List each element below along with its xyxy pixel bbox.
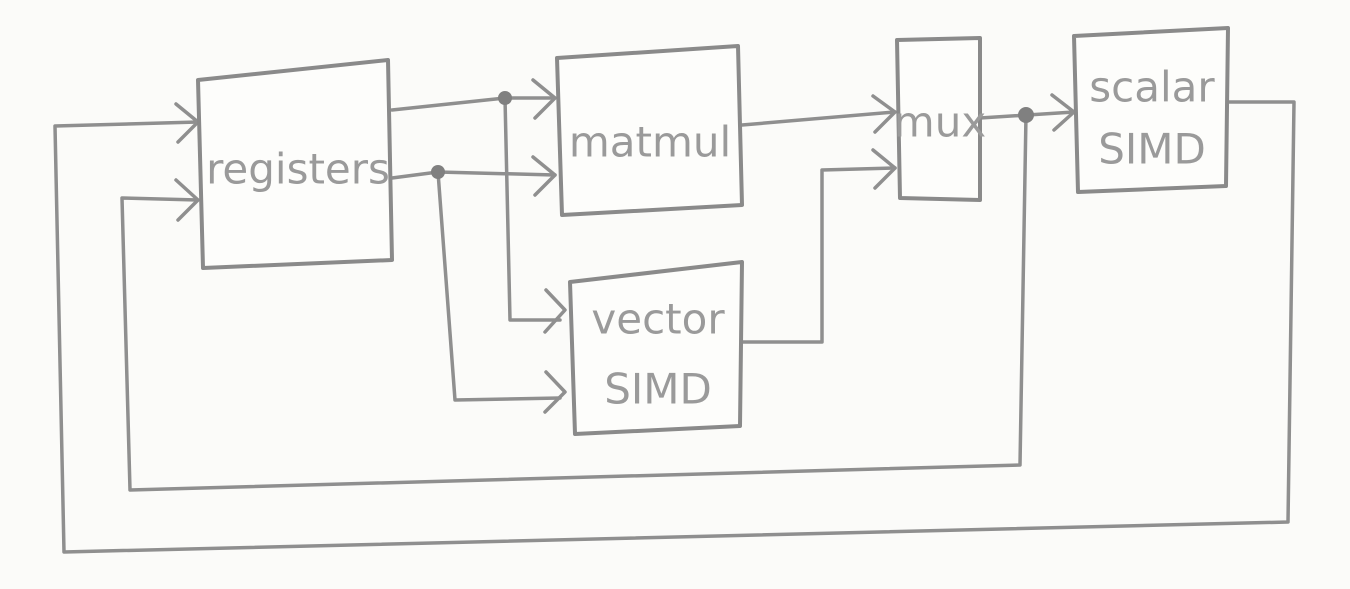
wire-branch-to-vector-bottom: [436, 170, 562, 402]
wire-branch-to-vector-top: [503, 96, 562, 322]
wire-registers-to-matmul-bottom: [390, 170, 557, 180]
arrowhead-registers-in-bottom: [174, 178, 200, 222]
scalar-simd-label-line2: SIMD: [1098, 125, 1206, 174]
wire-vector-to-mux: [740, 166, 897, 344]
wire-feedback-mux-to-registers: [120, 113, 1028, 492]
vector-simd-label-line2: SIMD: [604, 365, 712, 414]
junction-dot-top: [498, 91, 512, 105]
arrowhead-matmul-in-top: [531, 78, 557, 120]
registers-label: registers: [206, 145, 390, 194]
junction-dot-mux-out: [1018, 107, 1034, 123]
arrowhead-matmul-in-bottom: [531, 155, 557, 197]
matmul-label: matmul: [569, 118, 731, 167]
wire-feedback-scalar-to-registers: [53, 100, 1296, 554]
scalar-simd-label-line1: scalar: [1089, 63, 1215, 112]
wire-matmul-to-mux: [740, 110, 897, 127]
vector-simd-block: vector SIMD: [568, 260, 744, 436]
scalar-simd-block: scalar SIMD: [1072, 26, 1230, 194]
arrowhead-mux-in-bottom: [871, 148, 897, 190]
matmul-block: matmul: [555, 44, 744, 217]
wire-registers-to-matmul-top: [390, 96, 557, 112]
arrowhead-vector-in-top: [543, 288, 567, 334]
vector-simd-label-line1: vector: [591, 295, 725, 344]
arrowhead-mux-in-top: [871, 94, 897, 134]
mux-label: mux: [894, 98, 986, 147]
junction-dot-bottom: [431, 165, 445, 179]
arrowhead-vector-in-bottom: [543, 370, 567, 414]
mux-block: mux: [894, 36, 986, 202]
registers-block: registers: [196, 58, 394, 270]
